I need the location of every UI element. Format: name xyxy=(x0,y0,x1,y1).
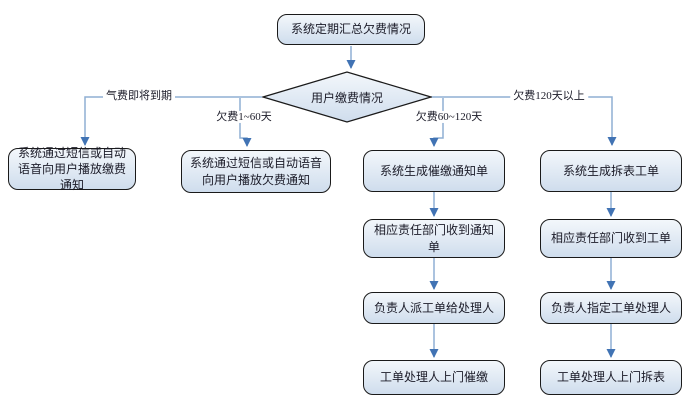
node-notify-payment: 系统通过短信或自动语音向用户播放缴费通知 xyxy=(8,146,136,192)
edge-label-arrears-1-60: 欠费1~60天 xyxy=(213,110,275,124)
node-decision-label: 用户缴费情况 xyxy=(310,90,383,105)
node-appoint-order-handler: 负责人指定工单处理人 xyxy=(540,292,682,324)
decision-diamond-shape xyxy=(262,71,432,123)
node-dept-receive-notice-label: 相应责任部门收到通知单 xyxy=(373,223,494,254)
node-notify-arrears: 系统通过短信或自动语音向用户播放欠费通知 xyxy=(181,150,331,193)
node-dept-receive-order: 相应责任部门收到工单 xyxy=(540,219,682,258)
node-generate-removal-order: 系统生成拆表工单 xyxy=(540,150,682,192)
node-decision: 用户缴费情况 xyxy=(262,71,432,123)
node-appoint-order-handler-label: 负责人指定工单处理人 xyxy=(550,300,671,315)
node-summary-label: 系统定期汇总欠费情况 xyxy=(290,22,411,37)
node-dept-receive-order-label: 相应责任部门收到工单 xyxy=(550,231,671,246)
edge-label-arrears-60-120: 欠费60~120天 xyxy=(412,110,486,124)
node-handler-door-remove: 工单处理人上门拆表 xyxy=(540,360,682,395)
edge-label-due-soon: 气费即将到期 xyxy=(103,89,175,103)
node-summary: 系统定期汇总欠费情况 xyxy=(277,14,425,45)
node-generate-removal-order-label: 系统生成拆表工单 xyxy=(562,163,659,178)
edge-label-arrears-120-plus: 欠费120天以上 xyxy=(510,89,588,103)
node-handler-door-remove-label: 工单处理人上门拆表 xyxy=(556,370,665,385)
node-notify-arrears-label: 系统通过短信或自动语音向用户播放欠费通知 xyxy=(189,156,322,187)
node-dispatch-order-to-handler-label: 负责人派工单给处理人 xyxy=(373,300,494,315)
node-handler-door-collect: 工单处理人上门催缴 xyxy=(363,360,505,395)
node-notify-payment-label: 系统通过短信或自动语音向用户播放缴费通知 xyxy=(17,145,126,193)
node-dept-receive-notice: 相应责任部门收到通知单 xyxy=(363,219,505,258)
node-generate-reminder-notice-label: 系统生成催缴通知单 xyxy=(379,163,488,178)
node-handler-door-collect-label: 工单处理人上门催缴 xyxy=(379,370,488,385)
node-generate-reminder-notice: 系统生成催缴通知单 xyxy=(363,150,505,192)
node-dispatch-order-to-handler: 负责人派工单给处理人 xyxy=(363,292,505,324)
